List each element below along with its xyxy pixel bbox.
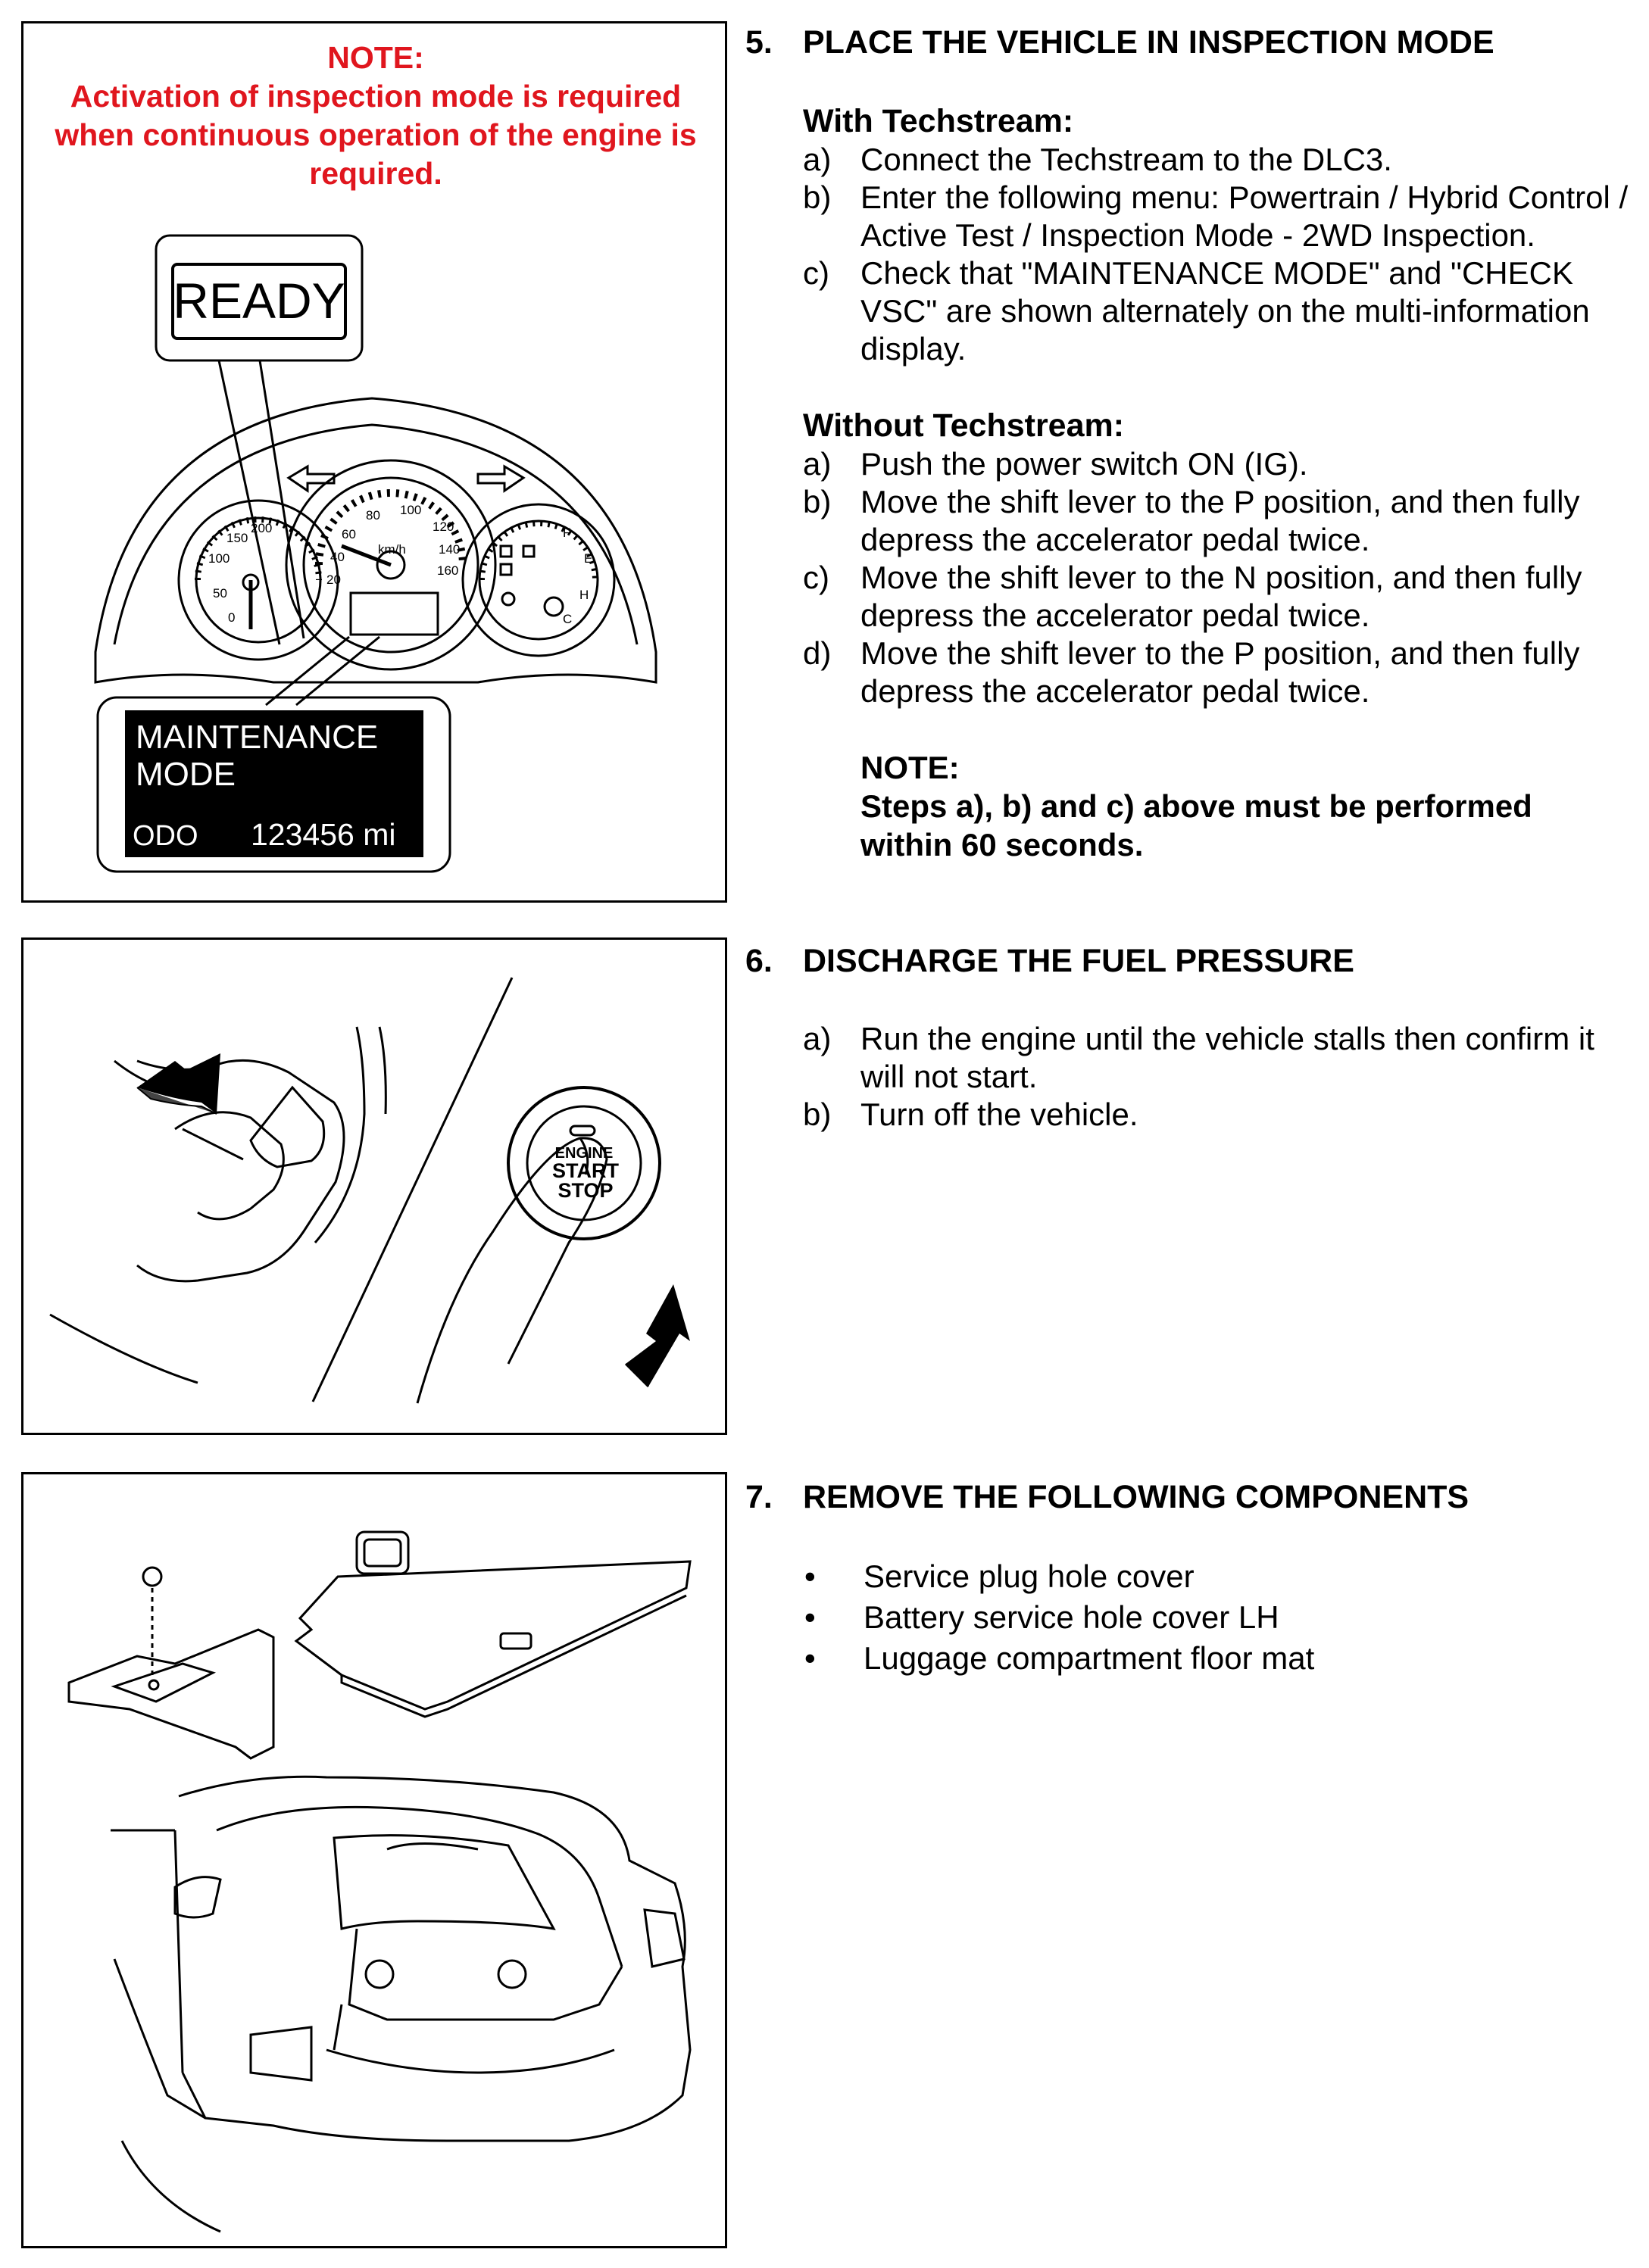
- maintenance-callout: [96, 696, 451, 873]
- list-item: •Battery service hole cover LH: [745, 1597, 1639, 1638]
- accelerator-pedal: [249, 1085, 326, 1168]
- with-techstream-list: a)Connect the Techstream to the DLC3. b)…: [745, 141, 1639, 368]
- list-item: c)Move the shift lever to the N position…: [803, 560, 1582, 633]
- list-item: b)Turn off the vehicle.: [803, 1097, 1138, 1132]
- list-item: a)Run the engine until the vehicle stall…: [803, 1021, 1594, 1094]
- cluster-illustration: READY 80 100 60 120 40 140 20 160 km/h 1…: [94, 234, 657, 873]
- figure-note: NOTE: Activation of inspection mode is r…: [46, 39, 705, 193]
- display-line-1: MAINTENANCE: [136, 719, 378, 756]
- trunk-floor: [326, 2048, 615, 2074]
- trunk-lid-opening: [216, 1805, 623, 1967]
- gauge-mark: F: [563, 526, 570, 540]
- trunk-lid: [333, 1834, 556, 1930]
- gauge-mark: 140: [439, 542, 460, 557]
- odo-value: 123456 mi: [251, 817, 395, 852]
- list-item: b)Enter the following menu: Powertrain /…: [803, 179, 1629, 253]
- step-5-note-title: NOTE:: [860, 750, 960, 785]
- right-turn-indicator: [476, 464, 526, 493]
- bullet-icon: •: [804, 1599, 816, 1635]
- step-title: REMOVE THE FOLLOWING COMPONENTS: [803, 1479, 1469, 1515]
- gauge-mark: 200: [251, 521, 272, 535]
- gauge-mark: 80: [366, 508, 380, 523]
- power-meter-gauge: [177, 499, 339, 661]
- ready-callout: [155, 234, 364, 362]
- leg-outline: [49, 1313, 198, 1384]
- maintenance-display: [125, 710, 423, 857]
- gauge-mark: 60: [342, 527, 356, 541]
- list-item: c)Check that "MAINTENANCE MODE" and "CHE…: [803, 255, 1590, 367]
- pedal-arm: [314, 1026, 366, 1243]
- step-title: PLACE THE VEHICLE IN INSPECTION MODE: [803, 24, 1494, 61]
- list-item: a)Connect the Techstream to the DLC3.: [803, 142, 1392, 177]
- fuel-lid: [173, 1876, 222, 1919]
- list-item: b)Move the shift lever to the P position…: [803, 484, 1580, 557]
- gauge-mark: 0: [228, 610, 235, 625]
- figure-note-title: NOTE:: [327, 40, 424, 75]
- vehicle-body: [178, 1775, 692, 2142]
- bullet-icon: •: [804, 1640, 816, 1676]
- figure-remove-components: [21, 1472, 727, 2248]
- step-6-heading: 6. DISCHARGE THE FUEL PRESSURE: [745, 940, 1639, 982]
- step-number: 7.: [745, 1479, 773, 1515]
- step-5-heading: 5. PLACE THE VEHICLE IN INSPECTION MODE: [745, 21, 1639, 64]
- step-number: 5.: [745, 24, 773, 61]
- without-techstream-list: a)Push the power switch ON (IG). b)Move …: [745, 445, 1639, 710]
- step-number: 6.: [745, 943, 773, 979]
- gauge-mark: 50: [213, 586, 227, 601]
- start-button-bezel: [507, 1086, 661, 1240]
- gauge-mark: 150: [226, 531, 248, 545]
- ready-box: [171, 263, 347, 340]
- gauge-mark: 20: [326, 572, 341, 587]
- finger-outline: [416, 1137, 608, 1404]
- list-item: •Service plug hole cover: [745, 1556, 1639, 1597]
- step-7: 7. REMOVE THE FOLLOWING COMPONENTS •Serv…: [745, 1476, 1639, 1679]
- battery-service-hole-cover: [67, 1628, 275, 1760]
- tail-light: [643, 1908, 686, 1968]
- display-line-2: MODE: [136, 756, 236, 793]
- step-5-note-text: Steps a), b) and c) above must be perfor…: [860, 788, 1532, 863]
- gauge-mark: km/h: [378, 542, 406, 557]
- fuel-temp-gauge: [461, 503, 616, 657]
- list-item: a)Push the power switch ON (IG).: [803, 446, 1308, 482]
- button-label-engine: ENGINE: [555, 1145, 614, 1162]
- gauge-mark: C: [563, 612, 572, 626]
- figure-note-body: Activation of inspection mode is require…: [55, 79, 697, 191]
- left-turn-indicator: [286, 464, 336, 493]
- button-press-arrow: [626, 1284, 690, 1387]
- gauge-mark: E: [584, 551, 592, 566]
- button-label-stop: STOP: [557, 1179, 613, 1202]
- step-7-list: •Service plug hole cover •Battery servic…: [745, 1556, 1639, 1679]
- gauge-mark: 100: [208, 551, 230, 566]
- clip: [142, 1566, 163, 1587]
- rear-light-left: [249, 2026, 313, 2082]
- with-techstream-title: With Techstream:: [803, 103, 1074, 139]
- step-6: 6. DISCHARGE THE FUEL PRESSURE a)Run the…: [745, 940, 1639, 1134]
- gauge-mark: 120: [433, 519, 454, 534]
- cluster-housing: [94, 397, 657, 684]
- list-item: d)Move the shift lever to the P position…: [803, 635, 1580, 709]
- step-6-list: a)Run the engine until the vehicle stall…: [745, 1020, 1639, 1134]
- figure-inspection-mode: NOTE: Activation of inspection mode is r…: [21, 21, 727, 903]
- foot-press-arrow: [137, 1053, 220, 1114]
- divider-line: [311, 977, 514, 1402]
- without-techstream-title: Without Techstream:: [803, 407, 1125, 444]
- speedometer-gauge: [285, 459, 497, 671]
- luggage-floor-mat: [294, 1560, 692, 1711]
- gauge-mark: H: [579, 588, 589, 602]
- step-5: 5. PLACE THE VEHICLE IN INSPECTION MODE …: [745, 21, 1639, 864]
- step-title: DISCHARGE THE FUEL PRESSURE: [803, 943, 1354, 979]
- multi-info-display: [349, 591, 439, 636]
- bullet-icon: •: [804, 1558, 816, 1594]
- gauge-mark: 100: [400, 503, 421, 517]
- odo-label: ODO: [133, 820, 198, 852]
- ready-label: READY: [173, 273, 345, 329]
- gauge-mark: 160: [437, 563, 458, 578]
- trunk-illustration: [67, 1530, 692, 2233]
- button-label-start: START: [552, 1159, 619, 1182]
- list-item: •Luggage compartment floor mat: [745, 1638, 1639, 1679]
- figure-discharge-fuel: ENGINE START STOP: [21, 937, 727, 1435]
- start-button-illustration: ENGINE START STOP: [49, 977, 690, 1404]
- step-7-heading: 7. REMOVE THE FOLLOWING COMPONENTS: [745, 1476, 1639, 1518]
- gauge-mark: 40: [330, 550, 345, 564]
